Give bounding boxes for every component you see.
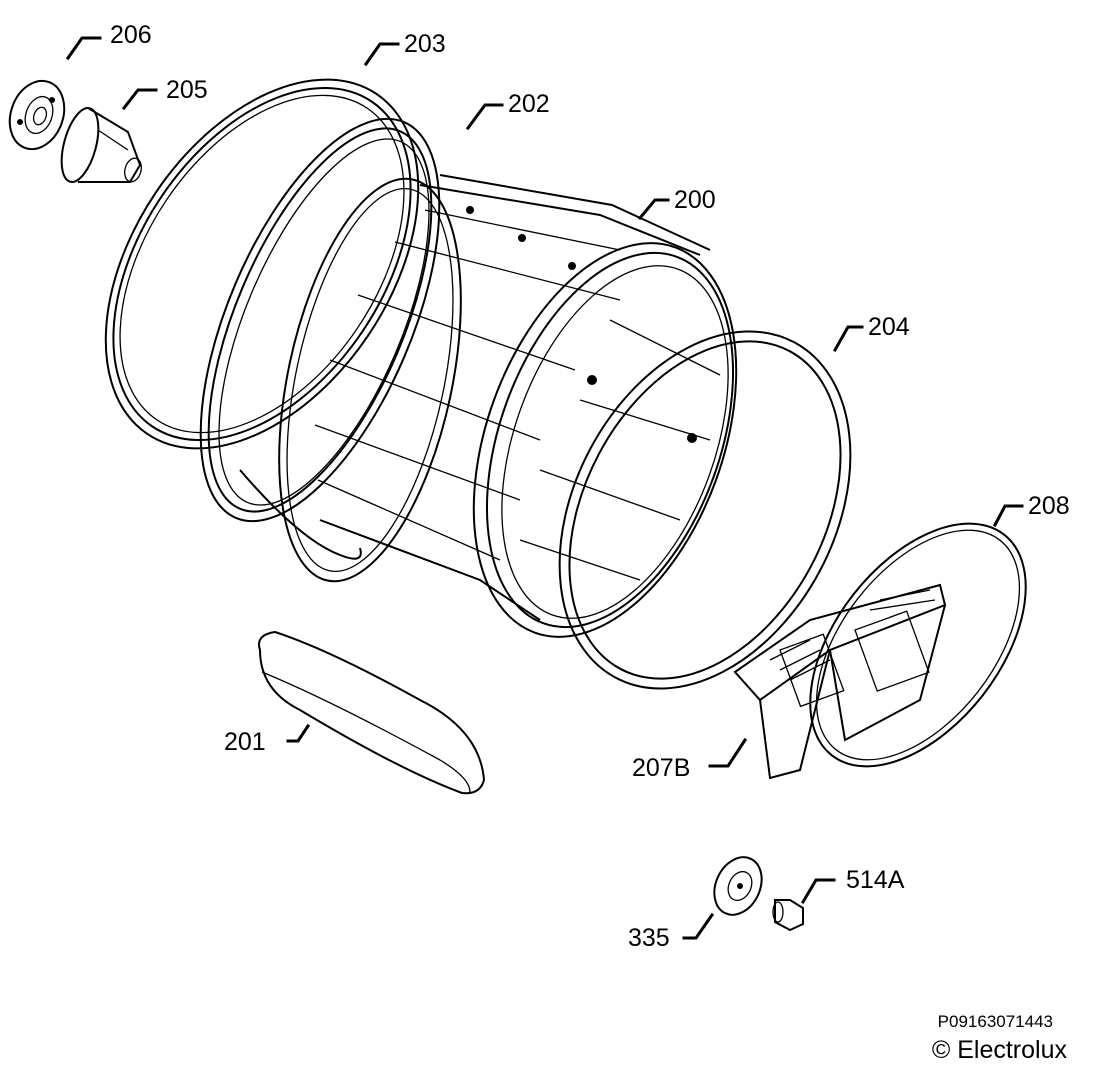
leader-203 (363, 42, 400, 67)
label-200: 200 (674, 186, 716, 214)
leader-207b (708, 737, 748, 768)
leader-202 (465, 103, 504, 131)
part-335-pulley (713, 856, 763, 916)
part-207b-filter-housing (733, 583, 947, 780)
part-208-front-gasket (809, 522, 1027, 768)
part-206-bearing-flange (8, 79, 66, 151)
part-203-rear-seal (104, 78, 420, 450)
label-335: 335 (628, 924, 670, 952)
leader-200 (637, 198, 670, 221)
copyright-notice: © Electrolux (931, 1036, 1067, 1064)
part-201-drum-lifter (258, 630, 486, 795)
leader-201 (286, 723, 311, 743)
label-202: 202 (508, 90, 550, 118)
leader-514a (800, 878, 836, 905)
leader-204 (832, 325, 864, 353)
leader-206 (65, 36, 102, 61)
leader-335 (682, 912, 715, 940)
part-514a-roller (772, 899, 804, 932)
part-204-front-seal (558, 330, 852, 690)
diagram-reference-number: P09163071443 (937, 1012, 1053, 1031)
part-200-drum (278, 174, 738, 638)
label-208: 208 (1028, 492, 1070, 520)
leader-205 (121, 88, 158, 111)
label-204: 204 (868, 313, 910, 341)
leader-208 (992, 504, 1024, 528)
label-514a: 514A (846, 866, 905, 894)
label-201: 201 (224, 728, 266, 756)
label-205: 205 (166, 76, 208, 104)
label-207b: 207B (632, 754, 690, 782)
label-203: 203 (404, 30, 446, 58)
part-205-drum-shaft (60, 107, 142, 183)
label-206: 206 (110, 21, 152, 49)
part-202-rear-felt (199, 117, 441, 560)
